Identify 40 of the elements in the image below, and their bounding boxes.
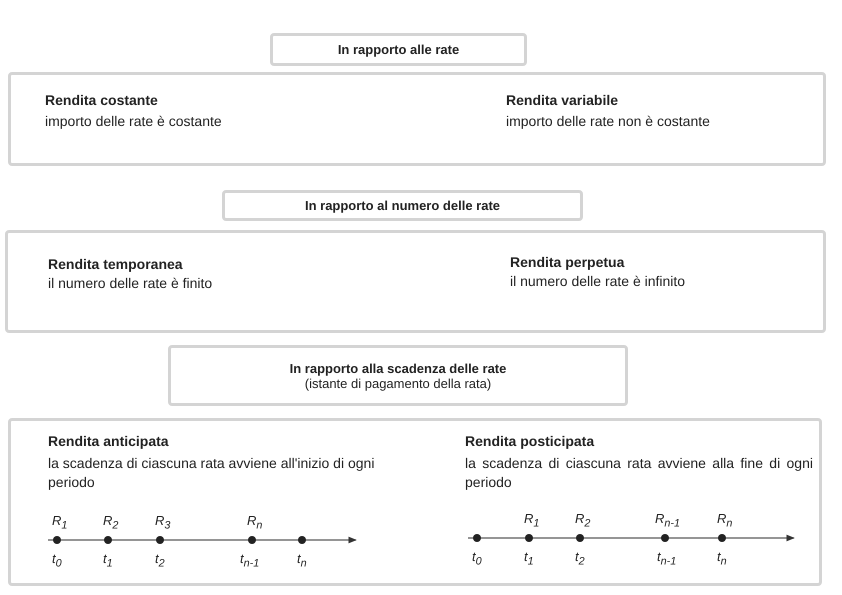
payment-label: R$_{3}$	[155, 514, 170, 533]
payment-label: R$_{n}$	[247, 514, 262, 533]
payment-label: R$_{2}$	[103, 514, 118, 533]
time-label: t$_{2}$	[155, 552, 165, 571]
time-label: t$_{1}$	[103, 552, 113, 571]
time-label: t$_{n-1}$	[657, 550, 676, 569]
section-heading: Rendita perpetua	[510, 253, 626, 272]
time-label: t$_{n}$	[717, 550, 727, 569]
time-label: t$_{2}$	[575, 550, 585, 569]
time-label: t$_{n}$	[297, 552, 307, 571]
header-text: In rapporto alle rate	[338, 42, 460, 57]
payment-label: R$_{1}$	[524, 512, 540, 531]
category-panel	[8, 72, 826, 166]
section-heading: Rendita temporanea	[48, 255, 184, 274]
section-heading: Rendita variabile	[506, 91, 620, 110]
time-label: t$_{1}$	[524, 550, 534, 569]
description-text: importo delle rate non è costante	[506, 112, 711, 131]
time-label: t$_{n-1}$	[240, 552, 260, 571]
subtitle-text: (istante di pagamento della rata)	[304, 376, 492, 390]
section-heading: Rendita anticipata	[48, 432, 170, 451]
description-text: importo delle rate è costante	[45, 112, 223, 131]
description-text: la scadenza di ciascuna rata avviene all'inizio di ogni periodo	[48, 454, 376, 492]
header-box	[270, 33, 527, 66]
description-text: il numero delle rate è finito	[48, 274, 214, 293]
header-box	[222, 190, 583, 221]
payment-label: R$_{1}$	[52, 514, 68, 533]
section-heading: Rendita posticipata	[465, 432, 596, 451]
category-panel	[5, 230, 826, 333]
payment-label: R$_{n}$	[717, 512, 732, 531]
time-label: t$_{0}$	[472, 550, 482, 569]
payment-label: R$_{2}$	[575, 512, 590, 531]
header-text: In rapporto alla scadenza delle rate	[290, 360, 506, 376]
header-box	[168, 345, 628, 406]
time-label: t$_{0}$	[52, 552, 62, 571]
description-text: la scadenza di ciascuna rata avviene alla fine di ogni periodo	[465, 454, 813, 492]
header-text: In rapporto al numero delle rate	[304, 198, 500, 213]
section-heading: Rendita costante	[45, 91, 159, 110]
description-text: il numero delle rate è infinito	[510, 272, 686, 291]
category-panel	[8, 418, 822, 586]
payment-label: R$_{n-1}$	[655, 512, 680, 531]
